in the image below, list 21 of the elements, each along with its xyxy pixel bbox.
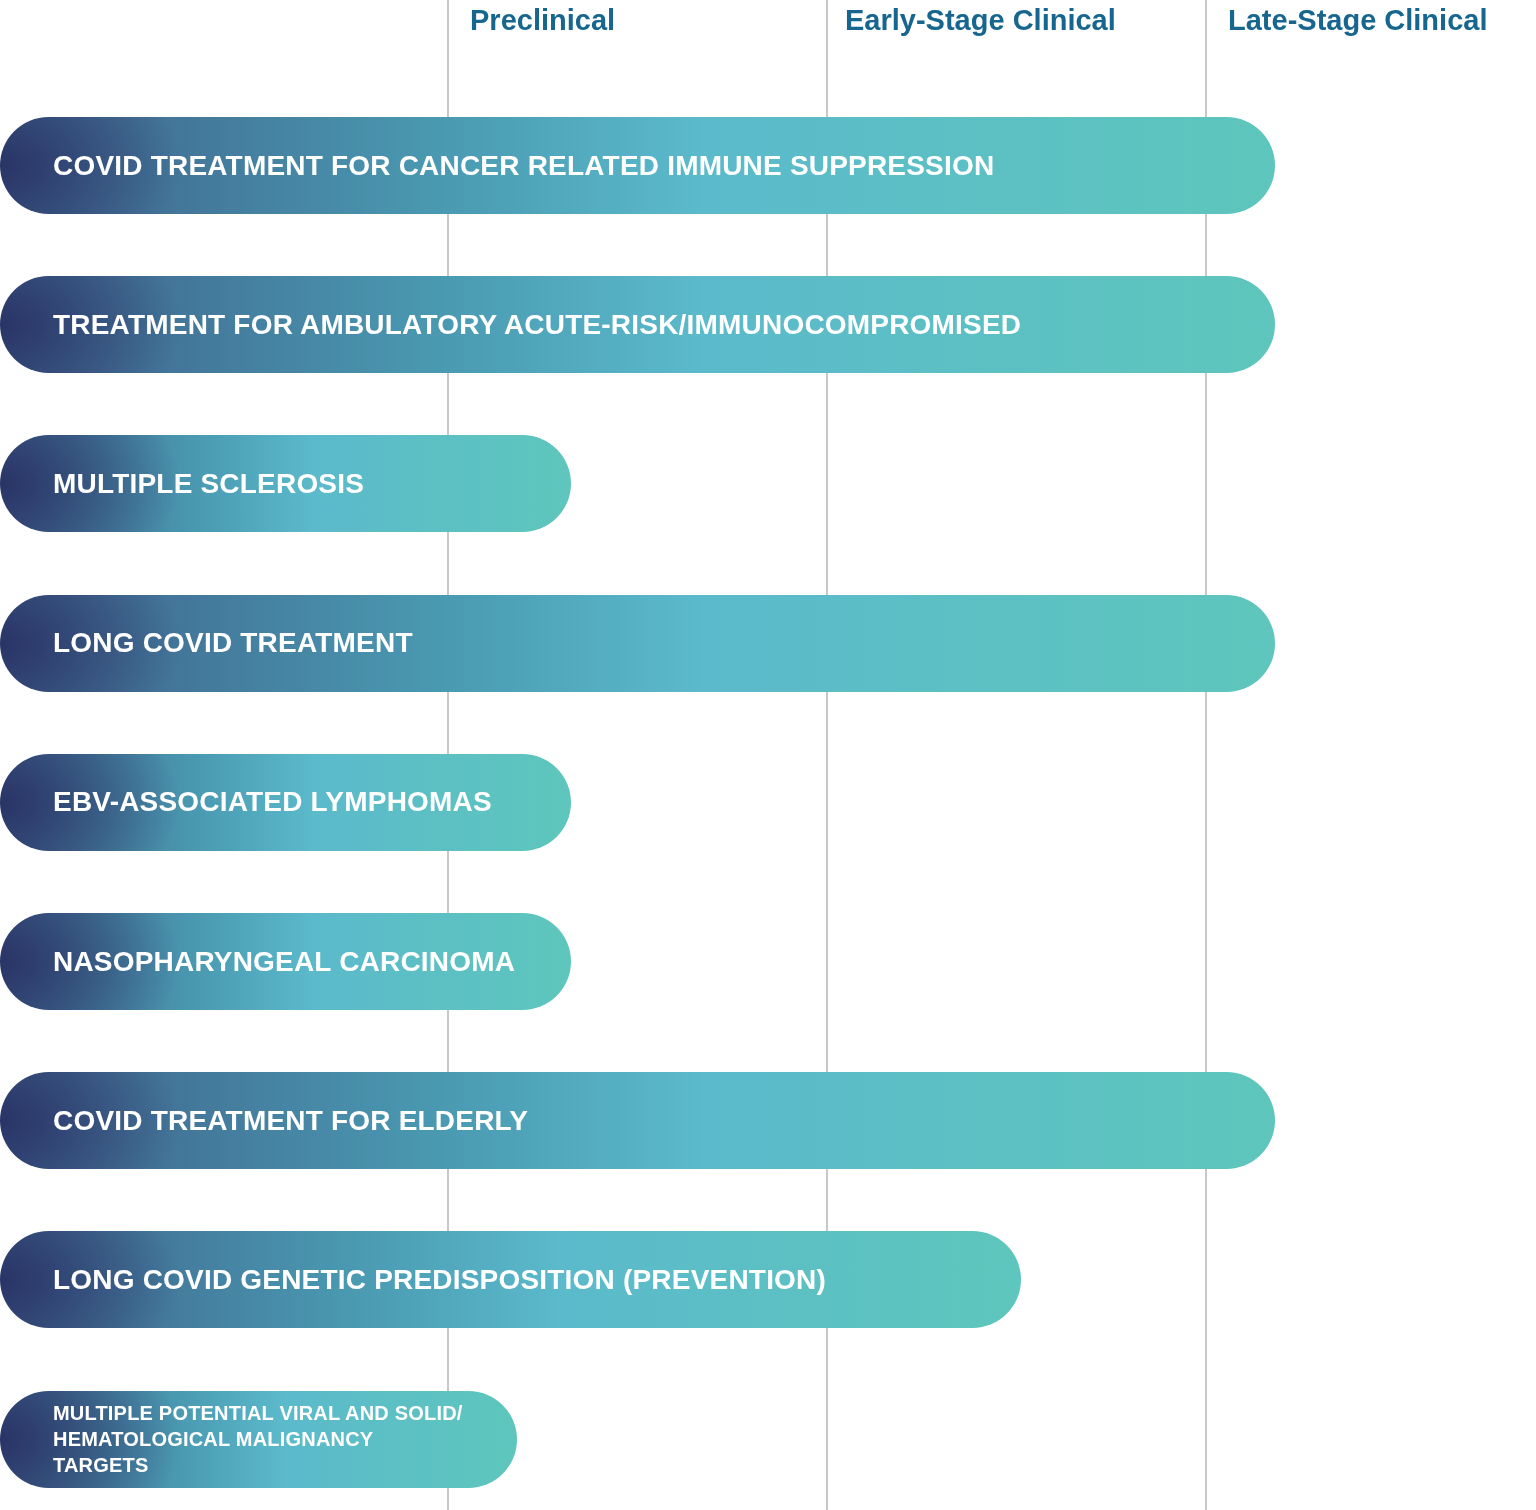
pipeline-bar (0, 117, 1275, 214)
program-name: NASOPHARYNGEAL CARCINOMA (53, 947, 516, 976)
program-name: MULTIPLE POTENTIAL VIRAL AND SOLID/ HEMATOLOGICAL MALIGNANCY TARGETS (53, 1401, 464, 1479)
stage-heading: Early-Stage Clinical (845, 4, 1116, 37)
program-name: COVID TREATMENT FOR CANCER RELATED IMMUNE SUPPRESSION (53, 151, 995, 180)
stage-heading: Late-Stage Clinical (1228, 4, 1488, 37)
program-name: COVID TREATMENT FOR ELDERLY (53, 1106, 529, 1135)
stage-heading: Preclinical (470, 4, 616, 37)
pipeline-bar (0, 1231, 1021, 1329)
program-name: MULTIPLE SCLEROSIS (53, 469, 365, 498)
pipeline-bar (0, 1072, 1275, 1170)
program-name: EBV-ASSOCIATED LYMPHOMAS (53, 788, 492, 817)
program-name: TREATMENT FOR AMBULATORY ACUTE-RISK/IMMUNOCOMPROMISED (53, 310, 1022, 339)
pipeline-bar (0, 753, 571, 851)
pipeline-bar (0, 913, 571, 1010)
program-name: LONG COVID GENETIC PREDISPOSITION (PREVENTION) (53, 1265, 827, 1294)
program-name: LONG COVID TREATMENT (53, 629, 413, 658)
pipeline-bar (0, 276, 1275, 374)
pipeline-bar (0, 435, 571, 533)
pipeline-bar (0, 594, 1275, 692)
pipeline-bar (0, 1390, 517, 1488)
